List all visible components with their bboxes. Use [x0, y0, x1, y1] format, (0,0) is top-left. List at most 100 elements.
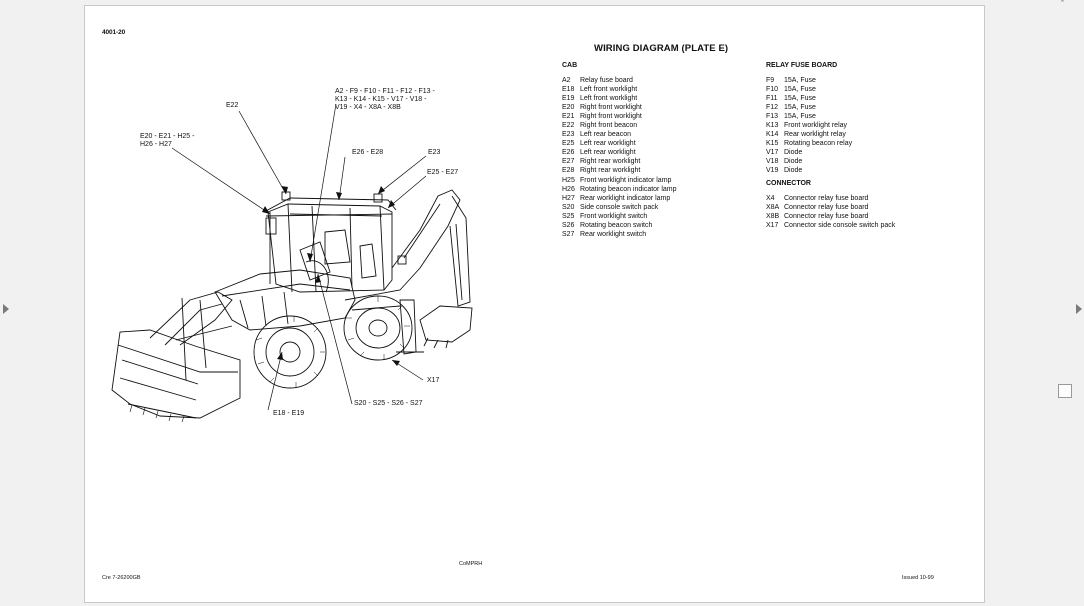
legend-row: S20 Side console switch pack	[562, 203, 677, 212]
legend-description: Rear worklight relay	[784, 131, 846, 139]
legend-description: 15A, Fuse	[784, 95, 816, 103]
legend-code: E28	[562, 167, 575, 175]
legend-description: 15A, Fuse	[784, 113, 816, 121]
legend-row: X17 Connector side console switch pack	[766, 221, 895, 230]
legend-code: E19	[562, 95, 575, 103]
legend-row: E19 Left front worklight	[562, 94, 677, 103]
legend-code: F13	[766, 113, 779, 121]
legend-code: E27	[562, 158, 575, 166]
legend-code: H26	[562, 185, 575, 193]
callout-e26-e28: E26 - E28	[352, 149, 384, 156]
legend-description: 15A, Fuse	[784, 86, 816, 94]
callout-e25-e27: E25 - E27	[427, 169, 459, 176]
previous-page-arrow-icon[interactable]	[3, 304, 9, 314]
legend-code: K13	[766, 122, 779, 130]
legend-row: E20 Right front worklight	[562, 103, 677, 112]
legend-description: Connector side console switch pack	[784, 222, 896, 230]
callout-group-top-line: K13 - K14 - K15 - V17 - V18 -	[335, 96, 427, 103]
callout-group-left-line: E20 - E21 - H25 -	[140, 133, 195, 140]
footer-center: CoMPRH	[459, 561, 483, 567]
legend-description: Side console switch pack	[580, 203, 659, 211]
legend-code: S27	[562, 230, 575, 238]
callout-x17: X17	[427, 377, 440, 384]
legend-description: Diode	[784, 149, 803, 157]
legend-description: Connector relay fuse board	[784, 195, 869, 202]
legend-code: E18	[562, 86, 575, 94]
next-page-arrow-icon[interactable]	[1076, 304, 1082, 314]
legend-row: S26 Rotating beacon switch	[562, 221, 677, 230]
callout-s-group: S20 - S25 - S26 - S27	[354, 400, 423, 407]
legend-row: E27 Right rear worklight	[562, 157, 677, 166]
legend-code: S26	[562, 221, 575, 229]
legend-code: E25	[562, 140, 575, 148]
legend-row: X8B Connector relay fuse board	[766, 212, 895, 221]
connector-heading: CONNECTOR	[766, 180, 811, 187]
callout-e22: E22	[226, 102, 239, 109]
legend-code: F12	[766, 104, 779, 112]
relay-fuse-board-heading: RELAY FUSE BOARD	[766, 62, 838, 69]
legend-code: X4	[766, 195, 775, 202]
legend-code: X8A	[766, 204, 780, 212]
legend-description: Rotating beacon relay	[784, 140, 853, 148]
legend-description: Rotating beacon switch	[580, 221, 653, 229]
legend-code: S20	[562, 203, 575, 211]
legend-code: E22	[562, 122, 575, 130]
callout-group-left-line: H26 - H27	[140, 141, 172, 148]
legend-row: H26 Rotating beacon indicator lamp	[562, 185, 677, 194]
legend-row: F9 15A, Fuse	[766, 76, 852, 85]
legend-code: F9	[766, 77, 775, 84]
legend-description: Front worklight indicator lamp	[580, 176, 672, 184]
callout-group-top-line: V19 - X4 - X8A - X8B	[335, 104, 401, 111]
callout-e18-e19: E18 - E19	[273, 410, 305, 417]
legend-description: Right front worklight	[580, 104, 642, 112]
legend-code: F10	[766, 86, 779, 94]
legend-code: H27	[562, 194, 575, 202]
footer-left: Cre 7-26200GB	[102, 575, 141, 581]
cab-heading: CAB	[562, 62, 578, 69]
legend-row: K14 Rear worklight relay	[766, 130, 852, 139]
legend-code: K14	[766, 131, 779, 139]
legend-description: Diode	[784, 158, 803, 166]
legend-description: Rotating beacon indicator lamp	[580, 185, 677, 193]
legend-description: Rear worklight switch	[580, 230, 647, 238]
legend-description: Left rear beacon	[580, 131, 631, 139]
callout-group-left: E20 - E21 - H25 - H26 - H27	[140, 133, 194, 149]
scrollbar-thumb[interactable]	[1058, 384, 1072, 398]
legend-description: Right front worklight	[580, 113, 642, 121]
legend-code: V19	[766, 167, 779, 175]
legend-description: Left rear worklight	[580, 149, 636, 157]
legend-code: A2	[562, 77, 571, 84]
legend-description: Right rear worklight	[580, 158, 641, 166]
legend-code: E20	[562, 104, 575, 112]
page-reference: 4001-20	[102, 29, 126, 36]
legend-row: S27 Rear worklight switch	[562, 230, 677, 239]
legend-description: Right rear worklight	[580, 167, 641, 175]
callout-e23: E23	[428, 149, 441, 156]
legend-code: E26	[562, 149, 575, 157]
legend-code: X8B	[766, 213, 780, 221]
legend-code: X17	[766, 222, 779, 230]
legend-row: E26 Left rear worklight	[562, 148, 677, 157]
legend-description: Left front worklight	[580, 95, 638, 103]
legend-description: Connector relay fuse board	[784, 213, 869, 221]
legend-row: F13 15A, Fuse	[766, 112, 852, 121]
legend-description: 15A, Fuse	[784, 77, 816, 84]
scroll-up-arrow-icon[interactable]: ˆ	[1061, 0, 1064, 9]
